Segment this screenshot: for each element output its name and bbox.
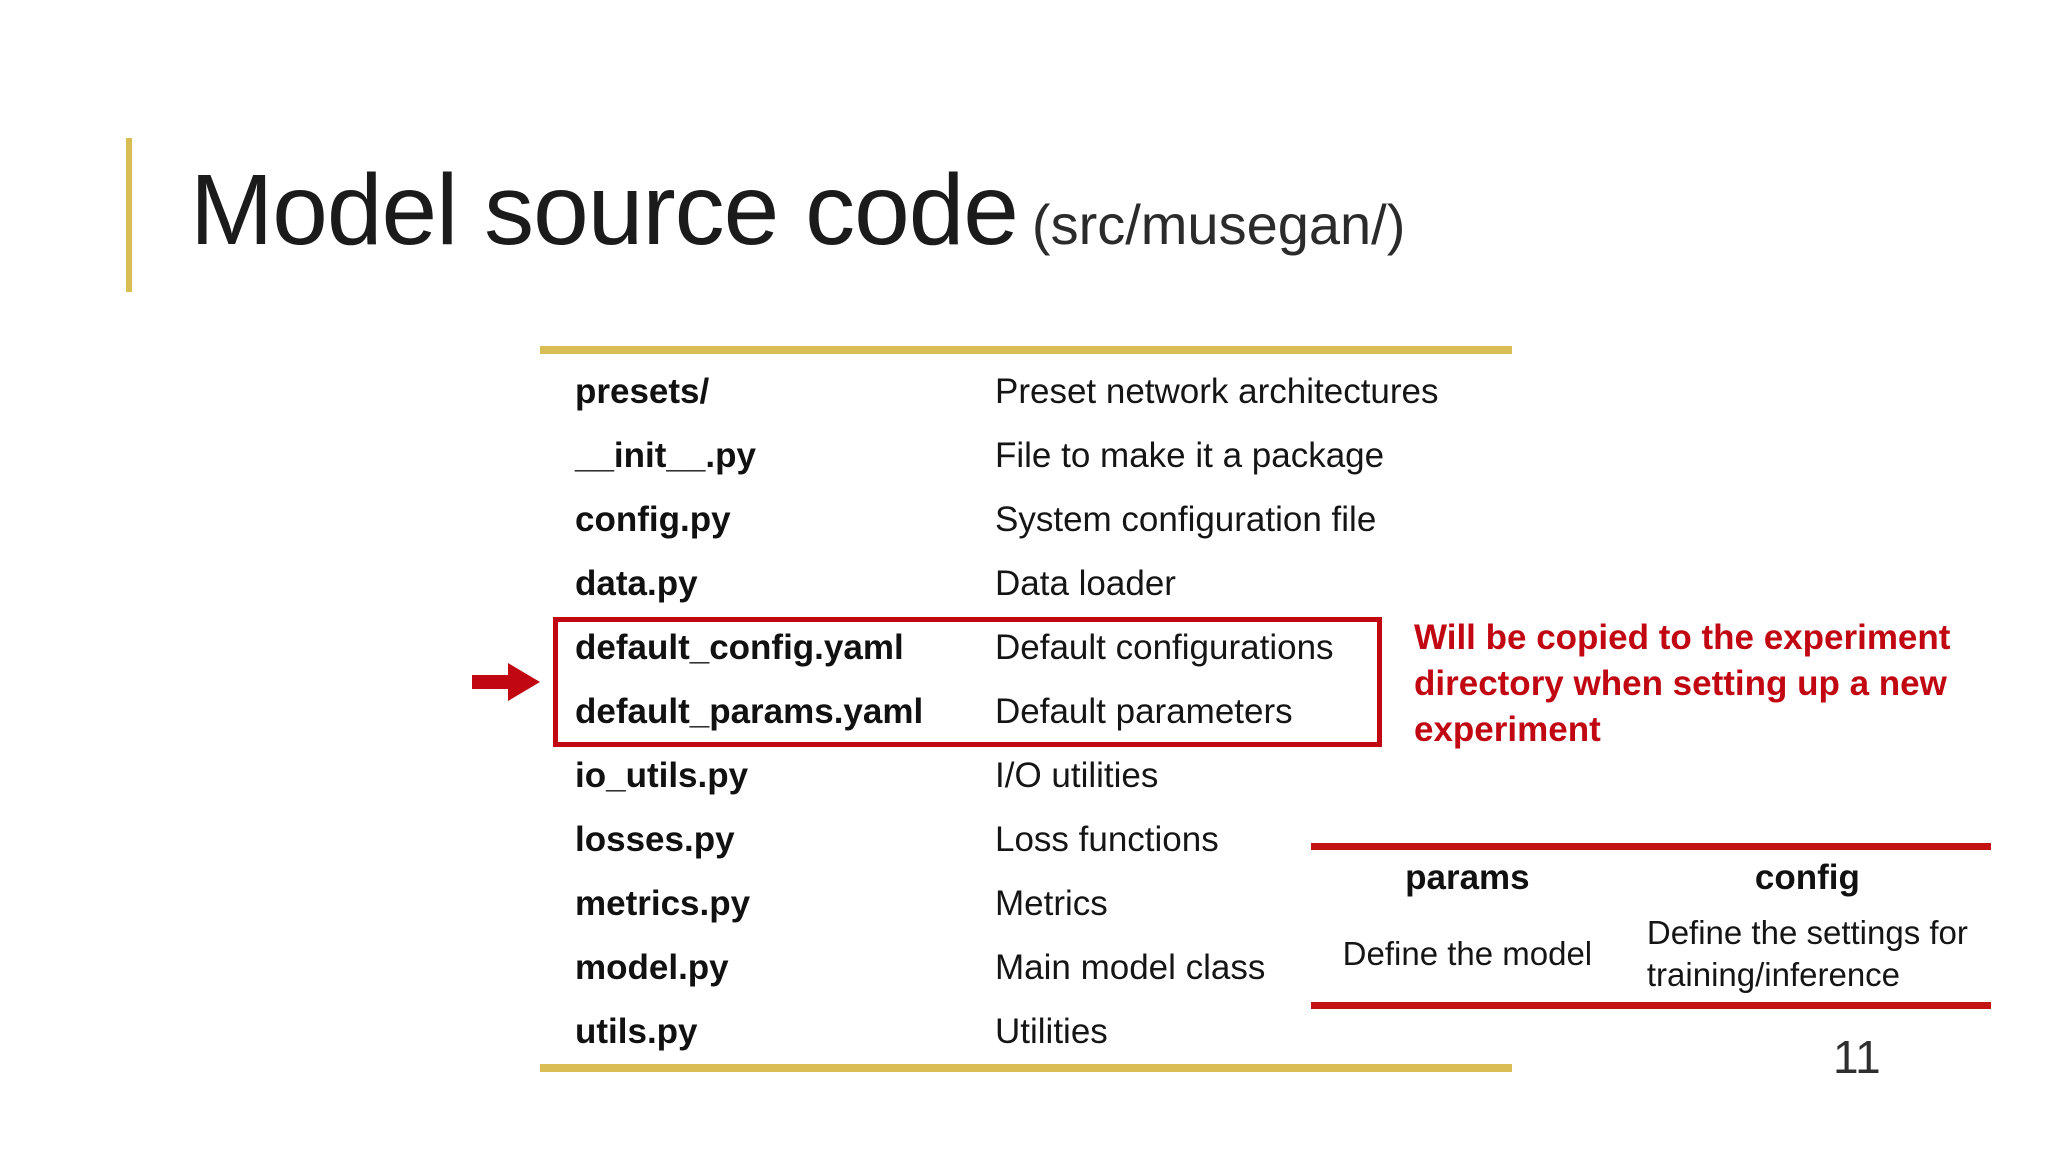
file-name: default_params.yaml — [575, 692, 924, 731]
yaml-header-params: params — [1405, 858, 1530, 897]
file-description: Utilities — [995, 1012, 1108, 1051]
table-top-rule — [540, 346, 1512, 354]
table-row-highlighted: default_config.yaml Default configuratio… — [540, 616, 1512, 680]
params-description: Define the model — [1342, 935, 1593, 972]
table-row-highlighted: default_params.yaml Default parameters — [540, 680, 1512, 744]
table-row: metrics.py Metrics — [540, 872, 1512, 936]
file-description: Loss functions — [995, 820, 1219, 859]
table-row: utils.py Utilities — [540, 1000, 1512, 1064]
file-name: metrics.py — [575, 884, 751, 923]
title-text: Model source code — [190, 154, 1019, 266]
file-name: presets/ — [575, 372, 710, 411]
file-description: Main model class — [995, 948, 1266, 987]
table-bottom-rule — [540, 1064, 1512, 1072]
file-name: losses.py — [575, 820, 735, 859]
config-description-line: Define the settings for — [1646, 914, 1968, 951]
file-description: I/O utilities — [995, 756, 1159, 795]
table-row: presets/ Preset network architectures — [540, 360, 1512, 424]
title-subtitle: (src/musegan/) — [1031, 193, 1406, 256]
config-description: Define the settings for training/inferen… — [1624, 906, 1991, 1002]
highlight-note-line: directory when setting up a new — [1414, 664, 1947, 703]
file-description: System configuration file — [995, 500, 1377, 539]
file-name: utils.py — [575, 1012, 698, 1051]
config-description-lines: Define the settings for training/inferen… — [1647, 912, 1968, 996]
file-name: __init__.py — [575, 436, 756, 475]
red-arrow-icon — [472, 663, 540, 701]
file-name: default_config.yaml — [575, 628, 904, 667]
file-name: io_utils.py — [575, 756, 749, 795]
title-accent-bar — [126, 138, 132, 292]
table-row: config.py System configuration file — [540, 488, 1512, 552]
config-description-line: training/inference — [1646, 956, 1901, 993]
table-row: __init__.py File to make it a package — [540, 424, 1512, 488]
table-row: data.py Data loader — [540, 552, 1512, 616]
yaml-header-config: config — [1754, 858, 1860, 897]
highlight-note: Will be copied to the experiment directo… — [1414, 615, 2034, 753]
file-description: Default configurations — [995, 628, 1334, 667]
table-row: io_utils.py I/O utilities — [540, 744, 1512, 808]
file-description: Data loader — [995, 564, 1176, 603]
yaml-roles-table: params config Define the model Define th… — [1311, 843, 1991, 1009]
page-number: 11 — [1833, 1031, 1881, 1083]
file-name: model.py — [575, 948, 729, 987]
highlight-box — [553, 617, 1382, 747]
highlight-note-line: Will be copied to the experiment — [1414, 618, 1951, 657]
file-description: Metrics — [995, 884, 1108, 923]
file-description: Default parameters — [995, 692, 1293, 731]
table-row: model.py Main model class — [540, 936, 1512, 1000]
page-title: Model source code(src/musegan/) — [190, 160, 1405, 260]
file-name: config.py — [575, 500, 731, 539]
file-description: File to make it a package — [995, 436, 1385, 475]
yaml-table-body-row: Define the model Define the settings for… — [1311, 906, 1991, 1002]
files-table-rows: presets/ Preset network architectures __… — [540, 354, 1512, 1064]
file-description: Preset network architectures — [995, 372, 1439, 411]
highlight-note-line: experiment — [1414, 710, 1601, 749]
file-name: data.py — [575, 564, 698, 603]
yaml-table-header-row: params config — [1311, 850, 1991, 906]
files-table: presets/ Preset network architectures __… — [540, 346, 1512, 1072]
table-row: losses.py Loss functions — [540, 808, 1512, 872]
